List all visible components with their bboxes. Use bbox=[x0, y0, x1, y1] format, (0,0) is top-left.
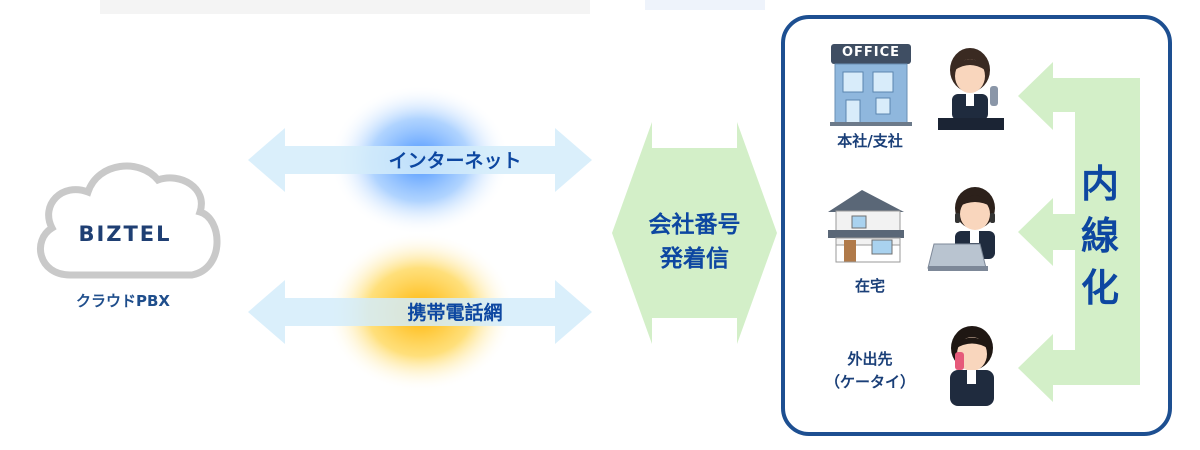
extension-bracket-bar bbox=[1075, 78, 1140, 385]
internet-arrow bbox=[248, 128, 592, 192]
home-location-label: 在宅 bbox=[854, 277, 885, 295]
mobile-network-arrow bbox=[248, 280, 592, 344]
faded-top-band-left bbox=[100, 0, 590, 14]
extension-arrow-home bbox=[1018, 198, 1075, 266]
cloud-pbx-label: クラウドPBX bbox=[76, 292, 170, 310]
extension-arrow-mobile bbox=[1018, 334, 1075, 402]
faded-top-band-right bbox=[645, 0, 765, 10]
office-building-icon bbox=[830, 44, 912, 126]
internet-label: インターネット bbox=[388, 150, 522, 172]
company-number-arrow bbox=[612, 122, 777, 344]
company-number-label: 会社番号 発着信 bbox=[648, 212, 741, 272]
remote-worker-icon bbox=[927, 187, 995, 271]
biztel-logo-text: BIZTEL bbox=[78, 222, 172, 246]
cloud-shape bbox=[36, 162, 221, 279]
office-worker-icon bbox=[938, 48, 1004, 130]
mobile-location-label: 外出先 （ケータイ） bbox=[824, 350, 915, 391]
extension-label: 内 線 化 bbox=[1080, 162, 1119, 310]
extension-arrow-office bbox=[1018, 62, 1075, 130]
office-location-label: 本社/支社 bbox=[837, 132, 903, 150]
house-icon bbox=[828, 190, 904, 263]
mobile-worker-icon bbox=[950, 326, 994, 406]
mobile-network-label: 携帯電話網 bbox=[407, 302, 503, 324]
office-sign: OFFICE bbox=[841, 45, 901, 60]
